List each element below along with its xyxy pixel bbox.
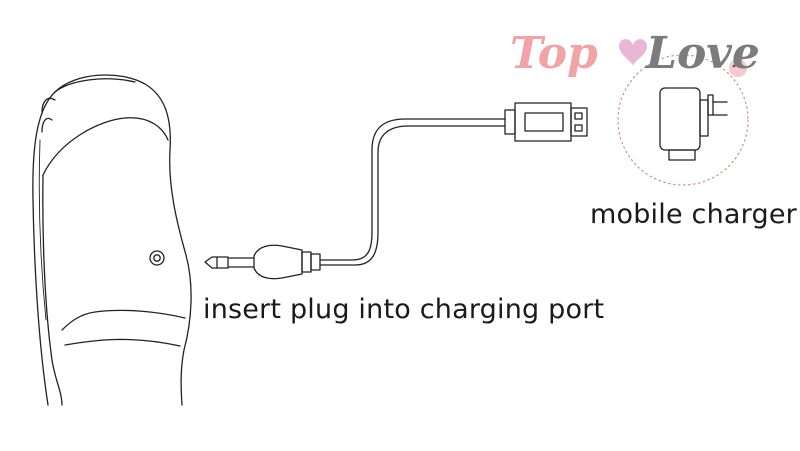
charging-port-icon [149,250,165,266]
charger-highlight-circle [617,54,749,186]
usb-plug-icon [504,102,588,142]
mobile-charger-label: mobile charger [590,199,797,230]
charging-cable [329,118,506,261]
logo-paw-icon [729,59,747,77]
logo-heart-icon [619,39,647,66]
device-icon [32,74,192,406]
audio-plug-icon [204,244,331,280]
logo-word-top: Top [510,28,598,79]
charging-cable-inner [329,125,506,266]
wall-adapter-icon [659,87,728,161]
logo-word-love: Love [646,28,760,79]
insert-plug-label: insert plug into charging port [203,294,605,325]
